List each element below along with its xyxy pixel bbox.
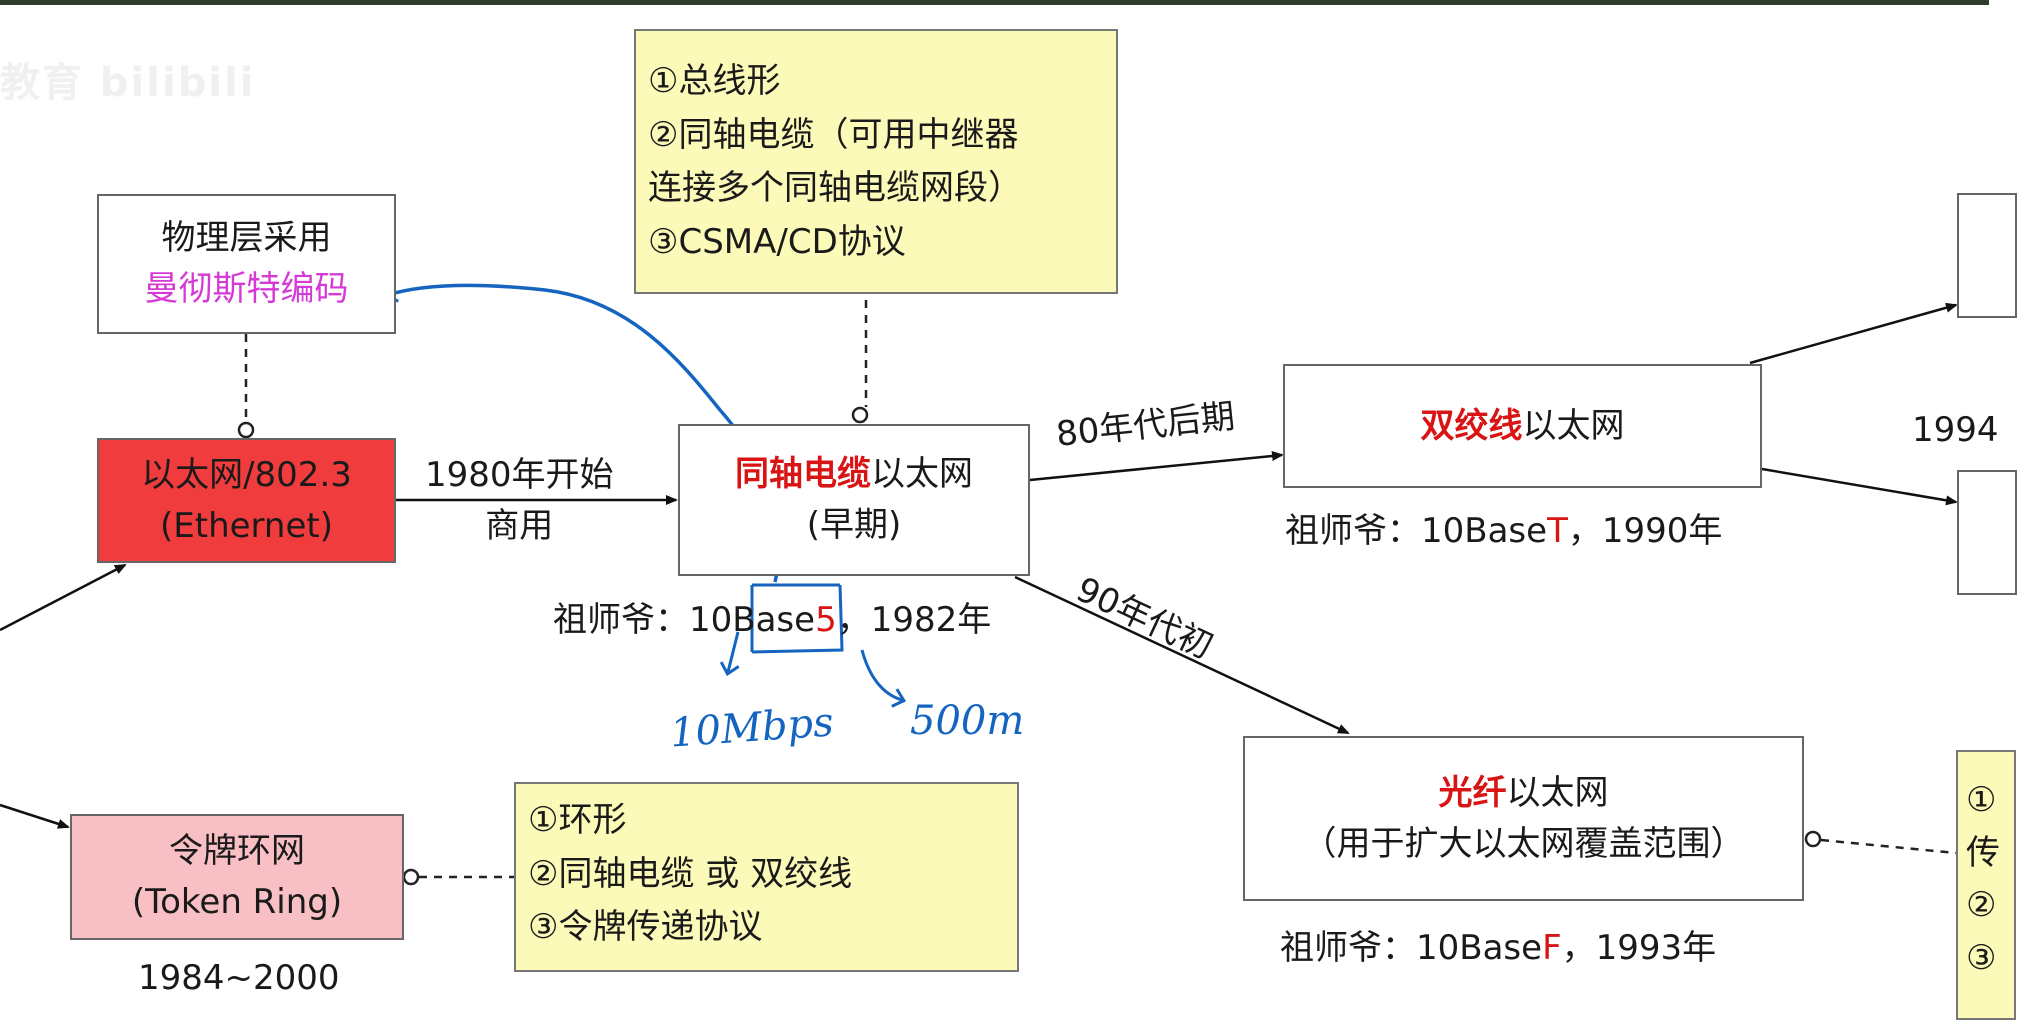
coax-note-line1: ①总线形 <box>648 61 781 101</box>
token-box-line2: (Token Ring) <box>131 882 343 922</box>
fiber-box-rest: 以太网 <box>1506 772 1609 813</box>
coax-note-line2: ②同轴电缆（可用中继器 <box>648 114 1019 155</box>
edge-1980-line1: 1980年开始 <box>425 455 614 495</box>
connector-dot <box>237 421 255 439</box>
fiber-grandpa-letter: F <box>1542 928 1562 968</box>
coax-box-bold: 同轴电缆 <box>735 454 871 494</box>
twisted-pair-box: 双绞线以太网 <box>1283 364 1762 488</box>
edge-1980-line2: 商用 <box>485 506 554 546</box>
fiber-box-bold: 光纤 <box>1438 772 1507 813</box>
connector-dot <box>402 868 420 886</box>
twisted-grandpa: 祖师爷：10BaseT，1990年 <box>1285 503 1722 552</box>
right-partial-box-top <box>1957 193 2017 318</box>
coax-note-line3: 连接多个同轴电缆网段） <box>648 168 1022 209</box>
ethernet-line2: (Ethernet) <box>160 505 333 546</box>
ethernet-box: 以太网/802.3 (Ethernet) <box>97 438 396 563</box>
coax-grandpa-mid: Base <box>732 600 816 640</box>
fiber-box-line2: （用于扩大以太网覆盖范围） <box>1302 823 1745 864</box>
token-ring-box: 令牌环网 (Token Ring) <box>70 814 404 940</box>
manchester-title: 物理层采用 <box>161 218 332 258</box>
handwritten-bracket <box>750 583 844 654</box>
token-box-line1: 令牌环网 <box>169 831 305 871</box>
arrow-to-ethernet <box>0 563 127 632</box>
token-note-line3: ③令牌传递协议 <box>528 907 763 948</box>
handwritten-distance: 500m <box>910 698 1025 744</box>
right-partial-note: ① 传 ② ③ <box>1956 750 2016 1020</box>
fiber-grandpa-prefix: 祖师爷：10Base <box>1280 928 1543 968</box>
token-note: ①环形 ②同轴电缆 或 双绞线 ③令牌传递协议 <box>514 782 1019 972</box>
token-note-line2: ②同轴电缆 或 双绞线 <box>528 853 853 894</box>
twisted-box-bold: 双绞线 <box>1420 405 1523 446</box>
coax-box-line2: (早期) <box>806 505 902 545</box>
handwritten-down-arrow-right <box>860 649 907 708</box>
token-note-line1: ①环形 <box>528 800 627 840</box>
coax-box-title: 同轴电缆以太网 <box>735 449 973 500</box>
dashed-fiber-to-right-note <box>1820 838 1957 855</box>
edge-label-1980: 1980年开始 商用 <box>425 450 614 552</box>
fiber-grandpa: 祖师爷：10BaseF，1993年 <box>1280 920 1716 969</box>
coax-grandpa: 祖师爷：10Base5，1982年 <box>553 592 991 641</box>
coax-grandpa-prefix: 祖师爷：10 <box>553 600 733 640</box>
right-note-line3: ② <box>1966 885 1997 926</box>
right-note-line2: 传 <box>1966 832 2000 873</box>
manchester-highlight: 曼彻斯特编码 <box>144 269 349 309</box>
coax-note-line4: ③CSMA/CD协议 <box>648 222 906 263</box>
arrow-coax-to-twisted <box>1029 451 1284 482</box>
right-partial-year: 1994 <box>1912 410 1999 450</box>
twisted-grandpa-suffix: ，1990年 <box>1567 511 1723 551</box>
twisted-grandpa-prefix: 祖师爷：10Base <box>1285 511 1548 551</box>
arrow-twisted-to-right-top <box>1749 302 1958 365</box>
right-note-line1: ① <box>1966 780 1997 820</box>
fiber-box: 光纤以太网 （用于扩大以太网覆盖范围） <box>1243 736 1804 901</box>
token-years: 1984~2000 <box>138 958 340 998</box>
twisted-box-rest: 以太网 <box>1522 405 1625 446</box>
arrow-twisted-to-right-bottom <box>1761 467 1958 506</box>
connector-dot <box>1804 830 1822 848</box>
ethernet-line1: 以太网/802.3 <box>141 454 352 495</box>
coax-box-rest: 以太网 <box>871 454 973 494</box>
handwritten-down-arrow-left <box>719 631 740 677</box>
twisted-grandpa-letter: T <box>1547 511 1568 551</box>
connector-dot <box>851 406 869 424</box>
twisted-box-title: 双绞线以太网 <box>1421 401 1625 452</box>
coax-grandpa-digit: 5 <box>815 600 837 640</box>
fiber-grandpa-suffix: ，1993年 <box>1561 928 1717 968</box>
right-note-line4: ③ <box>1966 938 1997 979</box>
coax-ethernet-box: 同轴电缆以太网 (早期) <box>678 424 1030 576</box>
watermark: 教育 bilibili <box>0 60 256 106</box>
coax-grandpa-suffix: ，1982年 <box>836 600 992 640</box>
coax-note: ①总线形 ②同轴电缆（可用中继器 连接多个同轴电缆网段） ③CSMA/CD协议 <box>634 29 1118 294</box>
arrow-coax-to-fiber <box>1014 575 1350 735</box>
top-bar <box>0 0 1989 5</box>
manchester-box: 物理层采用 曼彻斯特编码 <box>97 194 396 334</box>
arrow-to-token-ring <box>0 803 70 829</box>
right-partial-box-bottom <box>1957 470 2017 595</box>
fiber-box-title: 光纤以太网 <box>1439 768 1609 819</box>
